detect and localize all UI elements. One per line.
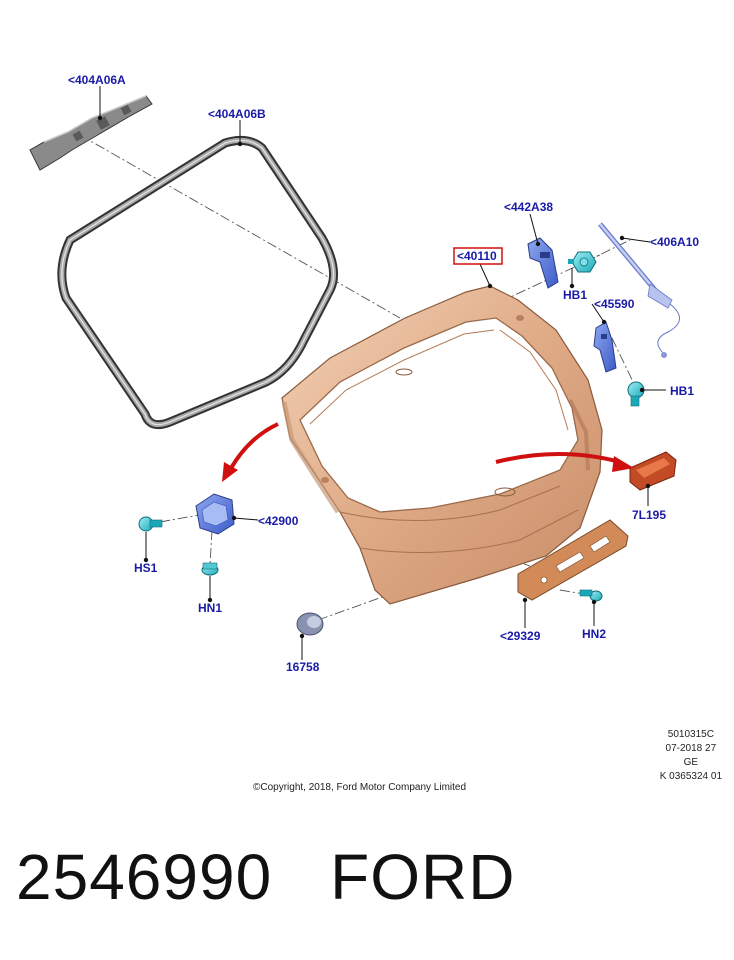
callout-reinforcement-plate: <29329: [500, 629, 541, 643]
part-number-footer: 2546990 FORD: [16, 840, 515, 914]
callout-gas-strut: <406A10: [650, 235, 699, 249]
reinforcement-plate-part: [517, 519, 629, 601]
reference-region-line: GE: [683, 757, 699, 768]
callout-latch-assembly: <42900: [258, 514, 299, 528]
leader-lines: [99, 86, 666, 660]
callout-hinge-bolt-top: HB1: [563, 288, 587, 302]
reference-doc-line: K 0365324 01: [659, 771, 722, 782]
hinge-bolt-lower-part: [627, 381, 645, 407]
gas-strut-part: [598, 222, 680, 358]
callout-latch-screw: HS1: [134, 561, 158, 575]
callout-highlight-box: [453, 247, 503, 265]
part-number: 2546990: [16, 841, 273, 913]
callout-labels: <404A06A <404A06B <442A38 <406A10 <40110…: [68, 73, 699, 674]
callout-latch-nut: HN1: [198, 601, 222, 615]
callout-mount-bracket: <404A06A: [68, 73, 126, 87]
diagram-reference-code: 5010315C 07-2018 27 GE K 0365324 01: [660, 728, 722, 784]
arrow-to-latch: [228, 422, 279, 471]
arrow-head-latch: [222, 462, 238, 482]
callout-liftgate-panel: <40110: [457, 249, 497, 263]
arrow-head-lamp: [612, 456, 634, 472]
callout-bumper-stop: 16758: [286, 660, 320, 674]
brand-name: FORD: [330, 841, 516, 913]
arrow-to-lamp: [495, 452, 621, 464]
latch-assembly-part: [195, 493, 235, 535]
callout-weatherstrip: <404A06B: [208, 107, 266, 121]
weatherstrip-seal-part: [57, 135, 339, 430]
hinge-bracket-part: [593, 321, 617, 373]
callout-hinge: <442A38: [504, 200, 553, 214]
callout-hinge-bolt-lower: HB1: [670, 384, 694, 398]
hinge-bolt-top-part: [568, 251, 597, 273]
mount-bracket-part: [29, 95, 153, 171]
callout-plate-nut: HN2: [582, 627, 606, 641]
callout-hinge-bracket: <45590: [594, 297, 635, 311]
direction-arrows: [222, 422, 634, 482]
hinge-part: [527, 237, 559, 289]
latch-nut-part: [201, 562, 219, 576]
brake-lamp-part: [629, 451, 677, 491]
callout-brake-lamp: 7L195: [632, 508, 666, 522]
leader-dots: [97, 115, 651, 639]
reference-date-line: 07-2018 27: [665, 743, 717, 754]
liftgate-panel-part: [281, 285, 603, 605]
bumper-stop-part: [296, 612, 324, 636]
latch-screw-part: [138, 516, 163, 532]
plate-nut-part: [579, 589, 603, 602]
reference-code-line: 5010315C: [667, 729, 714, 740]
copyright-notice: ©Copyright, 2018, Ford Motor Company Lim…: [253, 782, 467, 793]
